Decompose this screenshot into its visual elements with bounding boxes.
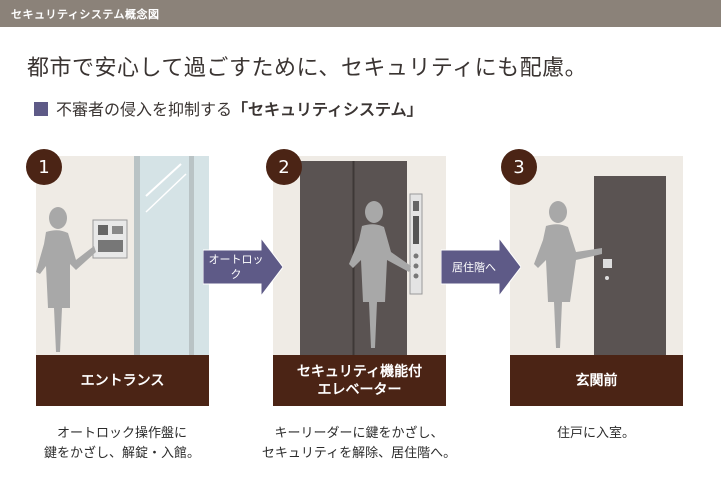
step-2-caption: セキュリティ機能付 エレベーター xyxy=(273,355,446,406)
door-frame-left xyxy=(134,156,140,355)
header-label: セキュリティシステム概念図 xyxy=(11,8,160,21)
arrow-2 xyxy=(441,238,521,296)
elevator-button-up xyxy=(413,253,419,259)
square-bullet-icon xyxy=(34,102,48,116)
person-silhouette-2 xyxy=(349,201,411,348)
step-1-panel: エントランス xyxy=(36,156,209,406)
subheading-prefix: 不審者の侵入を抑制する xyxy=(56,100,233,119)
step-1-description-line-1: オートロック操作盤に xyxy=(56,426,187,441)
step-2-panel: セキュリティ機能付 エレベーター xyxy=(273,156,446,406)
glass-door xyxy=(134,156,209,355)
step-1-description-line-2: 鍵をかざし、解錠・入館。 xyxy=(43,446,200,461)
step-2-caption-line-1: セキュリティ機能付 xyxy=(296,363,423,380)
intercom-keypad xyxy=(112,226,123,234)
entrance-illustration xyxy=(36,156,209,355)
step-3-panel: 玄関前 xyxy=(510,156,683,406)
arrow-1-label-line-1: オートロック xyxy=(208,253,264,281)
elevator-display xyxy=(413,201,419,211)
intercom-reader xyxy=(98,240,123,252)
step-3-caption: 玄関前 xyxy=(510,355,683,406)
elevator-key-reader xyxy=(413,216,419,244)
subheading-emphasis: 「セキュリティシステム」 xyxy=(232,100,423,119)
elevator-button-open xyxy=(413,273,419,279)
step-2-description-line-2: セキュリティを解除、居住階へ。 xyxy=(261,446,457,461)
step-1-number: 1 xyxy=(26,149,62,185)
step-2-description: キーリーダーに鍵をかざし、 セキュリティを解除、居住階へ。 xyxy=(254,424,464,464)
glass-glare-2 xyxy=(145,173,187,213)
arrow-2-label: 居住階へ xyxy=(443,260,505,275)
step-1-caption-line-1: エントランス xyxy=(80,372,165,389)
arrow-1-shape xyxy=(203,238,283,296)
step-3-number: 3 xyxy=(501,149,537,185)
elevator-button-down xyxy=(413,263,419,269)
door-lock xyxy=(603,259,612,268)
arrow-1-label-line-2: 解錠 xyxy=(225,283,247,296)
step-1-description: オートロック操作盤に 鍵をかざし、解錠・入館。 xyxy=(17,424,227,464)
door-frame-mid xyxy=(189,156,194,355)
door-handle xyxy=(605,276,609,280)
step-2-number: 2 xyxy=(266,149,302,185)
step-1-caption: エントランス xyxy=(36,355,209,406)
subheading: 不審者の侵入を抑制する「セキュリティシステム」 xyxy=(34,96,423,120)
step-3-description-line-1: 住戸に入室。 xyxy=(556,426,635,441)
header-bar: セキュリティシステム概念図 xyxy=(0,0,721,27)
step-3-caption-line-1: 玄関前 xyxy=(575,372,618,389)
front-door-illustration xyxy=(534,176,666,355)
step-2-caption-line-2: エレベーター xyxy=(317,381,402,398)
arrow-2-shape xyxy=(441,238,521,296)
person-silhouette-3 xyxy=(534,201,602,348)
person-silhouette xyxy=(36,207,96,352)
page-headline: 都市で安心して過ごすために、セキュリティにも配慮。 xyxy=(27,56,588,81)
step-2-description-line-1: キーリーダーに鍵をかざし、 xyxy=(274,426,444,441)
step-3-description: 住戸に入室。 xyxy=(491,424,701,444)
glass-glare xyxy=(145,163,182,197)
intercom-screen xyxy=(98,225,108,235)
arrow-1-label: オートロック 解錠 xyxy=(205,252,267,297)
arrow-1 xyxy=(203,238,283,296)
arrow-2-label-line-1: 居住階へ xyxy=(452,261,496,274)
elevator-illustration xyxy=(300,161,423,355)
